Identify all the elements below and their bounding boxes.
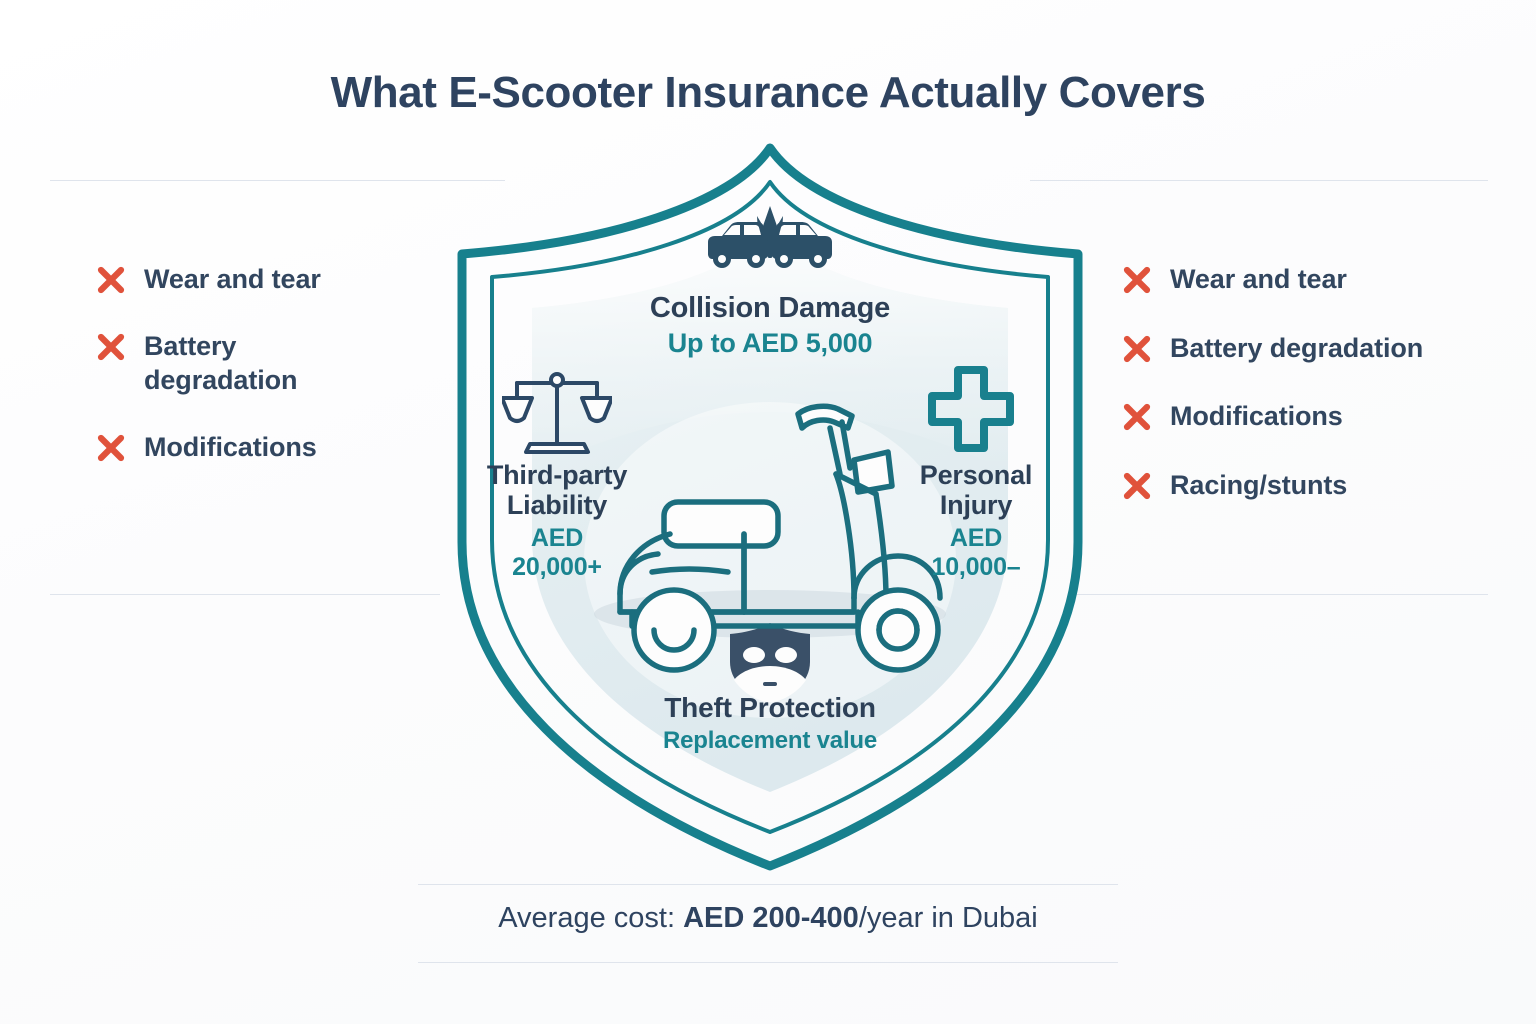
x-mark-icon bbox=[1122, 402, 1152, 432]
x-mark-icon bbox=[96, 433, 126, 463]
exclusions-list-left: Wear and tear Battery degradation bbox=[96, 262, 426, 496]
coverage-shield: Collision Damage Up to AED 5,000 Third-p… bbox=[432, 142, 1108, 872]
coverage-value: Replacement value bbox=[662, 727, 878, 755]
x-mark-icon bbox=[1122, 265, 1152, 295]
exclusion-label: Modifications bbox=[1170, 401, 1343, 432]
divider-footer-bottom bbox=[418, 962, 1118, 963]
coverage-value-line2: 10,000– bbox=[931, 552, 1021, 581]
coverage-title: Third-party Liability bbox=[486, 460, 628, 521]
coverage-title: Personal Injury bbox=[919, 460, 1033, 521]
coverage-title: Collision Damage bbox=[649, 292, 891, 324]
divider-footer-top bbox=[418, 884, 1118, 885]
thief-mask-icon bbox=[720, 620, 820, 705]
divider-mid-right bbox=[1075, 594, 1488, 595]
e-scooter-icon bbox=[592, 382, 972, 682]
list-item: Wear and tear bbox=[96, 262, 426, 297]
x-mark-icon bbox=[1122, 334, 1152, 364]
list-item: Racing/stunts bbox=[1122, 468, 1522, 503]
exclusion-label: Wear and tear bbox=[1170, 264, 1347, 294]
average-cost-suffix: /year in Dubai bbox=[858, 902, 1038, 934]
coverage-third-party-liability: Third-party Liability AED 20,000+ bbox=[472, 460, 642, 581]
list-item: Modifications bbox=[1122, 399, 1522, 434]
coverage-personal-injury: Personal Injury AED 10,000– bbox=[900, 460, 1052, 581]
x-mark-icon bbox=[96, 332, 126, 362]
medical-cross-icon bbox=[924, 364, 1018, 456]
coverage-collision: Collision Damage Up to AED 5,000 bbox=[620, 292, 920, 359]
scales-of-justice-icon bbox=[500, 358, 614, 458]
divider-top-left bbox=[50, 180, 505, 181]
list-item: Wear and tear bbox=[1122, 262, 1522, 297]
exclusion-label: Wear and tear bbox=[144, 264, 321, 294]
coverage-value: Up to AED 5,000 bbox=[667, 328, 873, 359]
list-item: Modifications bbox=[96, 430, 426, 465]
x-mark-icon bbox=[1122, 471, 1152, 501]
exclusion-label: Battery degradation bbox=[144, 330, 298, 396]
average-cost-amount: AED 200-400 bbox=[683, 902, 859, 934]
page-title: What E-Scooter Insurance Actually Covers bbox=[330, 68, 1206, 117]
exclusions-list-right: Wear and tear Battery degradation bbox=[1122, 262, 1522, 536]
x-mark-icon bbox=[96, 265, 126, 295]
list-item: Battery degradation bbox=[1122, 331, 1522, 366]
coverage-value-line1: AED bbox=[530, 524, 584, 553]
coverage-value-line2: 20,000+ bbox=[512, 552, 602, 581]
list-item: Battery degradation bbox=[96, 329, 426, 398]
average-cost-prefix: Average cost: bbox=[498, 902, 684, 934]
car-collision-icon bbox=[700, 202, 840, 277]
exclusion-label: Modifications bbox=[144, 431, 317, 462]
average-cost-text: Average cost: AED 200-400/year in Dubai bbox=[418, 902, 1118, 935]
coverage-theft-protection: Theft Protection Replacement value bbox=[610, 692, 930, 755]
coverage-title: Theft Protection bbox=[664, 692, 876, 723]
divider-top-right bbox=[1030, 180, 1488, 181]
exclusion-label: Battery degradation bbox=[1170, 332, 1424, 363]
exclusion-label: Racing/stunts bbox=[1170, 469, 1348, 500]
coverage-value-line1: AED bbox=[949, 524, 1003, 553]
divider-mid-left bbox=[50, 594, 440, 595]
